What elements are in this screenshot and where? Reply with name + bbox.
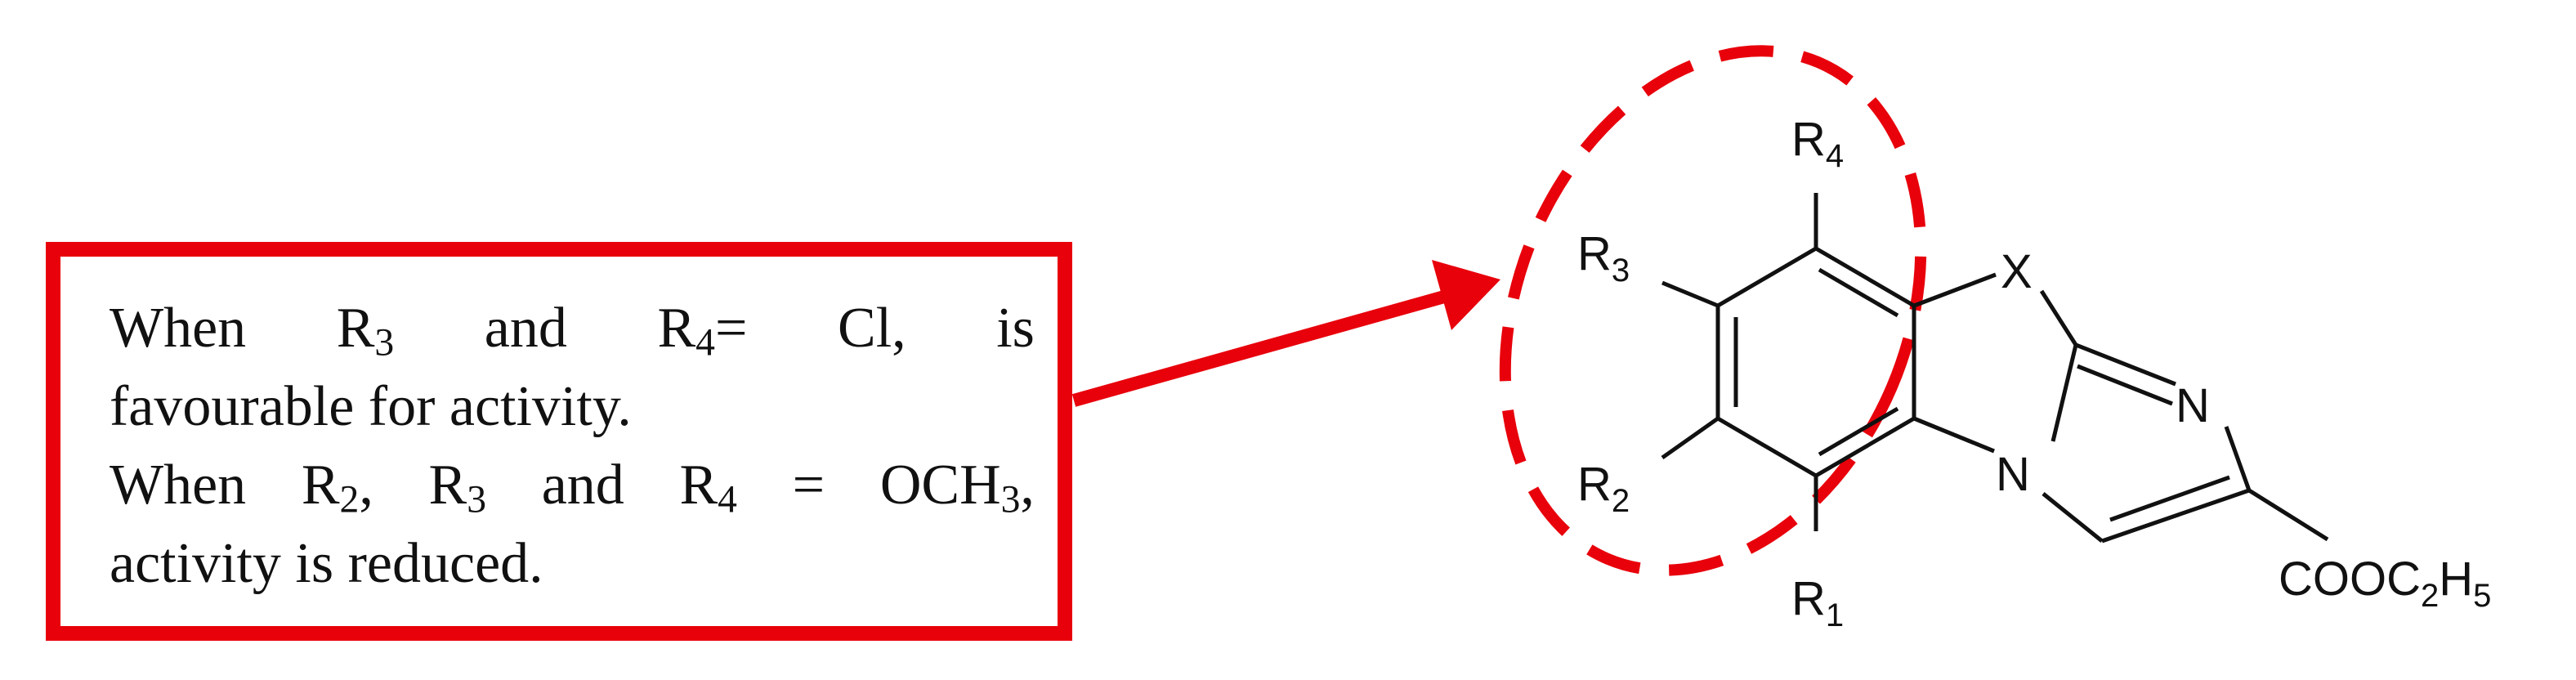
bond <box>1814 416 1916 478</box>
annotation-box: When R3 and R4= Cl, is favourable for ac… <box>46 242 1072 641</box>
fused-ring-bonds <box>1661 193 2329 544</box>
bond-to-n <box>1913 416 1995 454</box>
r4-substituent-label: R4 <box>1791 113 1844 174</box>
ester-group-label: COOC2H5 <box>2279 552 2491 614</box>
note-line-3: When R2, R3 and R4 = OCH3, <box>110 446 1035 525</box>
ring-nitrogen-label: N <box>1996 448 2030 501</box>
annotation-text: When R3 and R4= Cl, is favourable for ac… <box>110 289 1035 603</box>
equals-sign: = <box>792 454 825 517</box>
r4-equals-label: R4= <box>657 297 748 365</box>
word-when: When <box>110 454 247 517</box>
word-cl: Cl, <box>838 297 906 360</box>
imine-nitrogen-label: N <box>2176 379 2210 432</box>
word-is: is <box>996 297 1035 360</box>
pointer-arrow-shaft <box>1071 288 1456 407</box>
x-heteroatom-label: X <box>2001 245 2033 298</box>
inner-double-bond <box>1818 406 1899 457</box>
bond-to-x <box>1913 272 1997 308</box>
r3-label: R3 <box>336 297 395 365</box>
bond <box>1814 246 1916 308</box>
note-line-4: activity is reduced. <box>110 532 543 595</box>
word-when: When <box>110 297 247 360</box>
r4-label: R4 <box>679 454 737 521</box>
r1-substituent-label: R1 <box>1791 572 1844 633</box>
bond-c-n <box>2042 492 2104 543</box>
r2-r3-label: R2, <box>301 454 373 521</box>
highlight-dashed-ellipse <box>1499 45 1927 576</box>
r3-label: R3 <box>428 454 487 521</box>
note-line-2: favourable for activity. <box>110 375 632 438</box>
bond-x-c2 <box>2039 289 2078 347</box>
word-and: and <box>484 297 567 360</box>
bond-c2-n <box>2051 344 2078 442</box>
och3-label: OCH3, <box>879 454 1035 521</box>
r3-substituent-label: R3 <box>1577 227 1630 289</box>
word-and: and <box>541 454 624 517</box>
bond-to-ester <box>2247 488 2329 542</box>
bond-to-r3 <box>1661 280 1719 308</box>
bond <box>1716 416 1818 478</box>
note-line-1: When R3 and R4= Cl, is <box>110 289 1035 368</box>
r2-substituent-label: R2 <box>1577 458 1630 519</box>
double-bond-c2-n <box>2075 342 2176 387</box>
double-bond-c-c <box>2101 488 2250 544</box>
bond-n-c <box>2224 426 2252 491</box>
benzene-ring <box>1715 246 1916 478</box>
pointer-arrowhead <box>1432 260 1500 330</box>
double-bond-c-c <box>2109 475 2230 522</box>
bond-to-r2 <box>1661 416 1720 460</box>
inner-double-bond <box>1818 267 1899 318</box>
double-bond-c2-n <box>2077 364 2173 406</box>
bond <box>1716 246 1818 308</box>
